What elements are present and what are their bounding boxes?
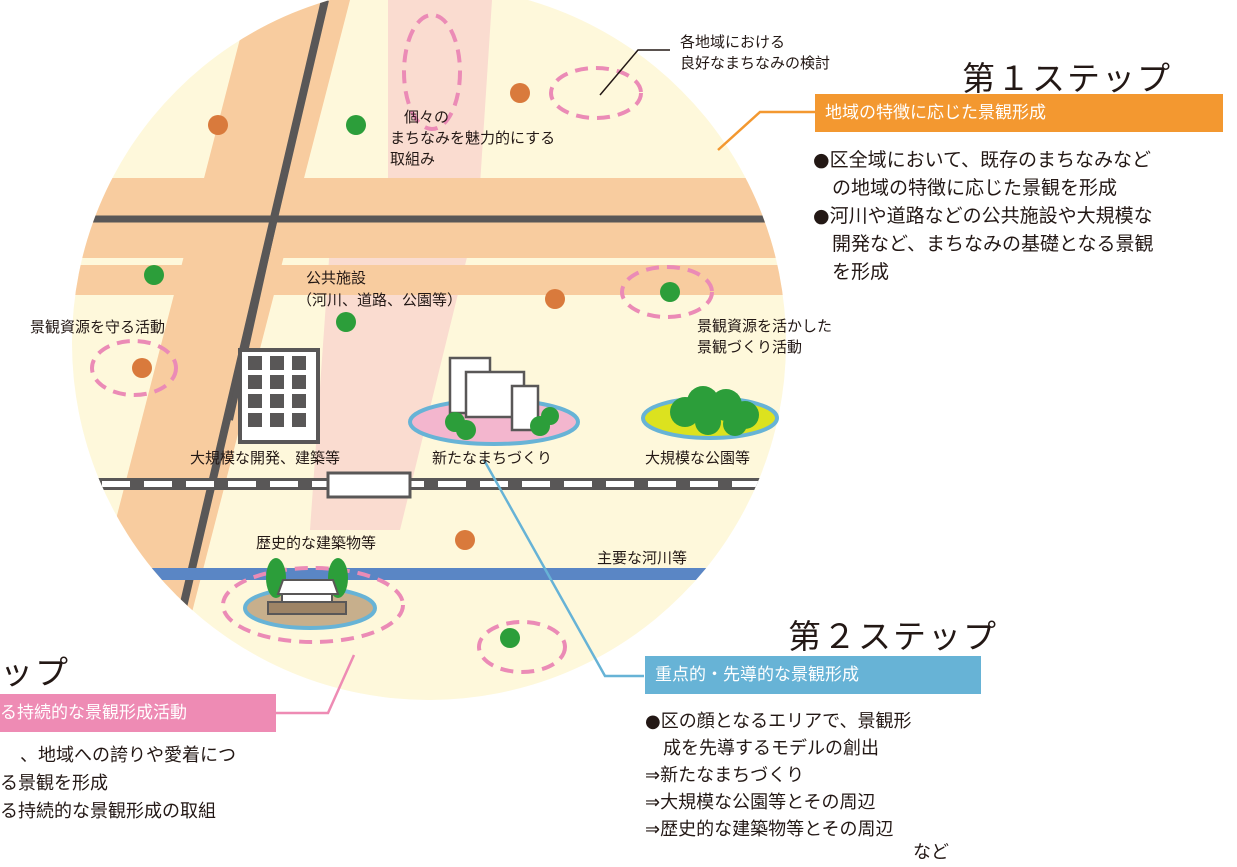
large-building: [238, 348, 320, 444]
step3-line: る持続的な景観形成の取組: [0, 801, 216, 822]
label-large-park: 大規模な公園等: [645, 449, 750, 467]
step1-line: 開発など、まちなみの基礎となる景観: [813, 233, 1154, 255]
leader-line-step3: [276, 654, 356, 715]
large-park-icon: [641, 386, 779, 440]
label-individual-2: まちなみを魅力的にする: [390, 129, 555, 147]
label-public-1: 公共施設: [306, 269, 366, 287]
dashed-area-left: [90, 339, 178, 397]
map-labels: 各地域における 良好なまちなみの検討 個々の まちなみを魅力的にする 取組み 公…: [30, 33, 832, 567]
leader-line-step2: [482, 459, 644, 678]
green-dot: [660, 282, 680, 302]
brown-dot: [455, 530, 475, 550]
green-dot: [500, 628, 520, 648]
label-individual-1: 個々の: [404, 108, 449, 126]
dashed-area-topright: [549, 66, 643, 120]
step1-line: ●区全域において、既存のまちなみなど: [813, 149, 1152, 171]
label-individual-3: 取組み: [390, 150, 435, 168]
step1-line: を形成: [813, 261, 890, 283]
step1-line: の地域の特徴に応じた景観を形成: [813, 177, 1118, 199]
label-use-resources-2: 景観づくり活動: [697, 338, 802, 356]
leader-line-local-review: [599, 49, 670, 96]
leader-line-step1: [717, 110, 820, 151]
step2-title: 第２ステップ: [788, 617, 998, 656]
dashed-areas: [90, 13, 714, 674]
step2-line: ●区の顔となるエリアで、景観形: [645, 711, 912, 732]
brown-dot: [208, 115, 228, 135]
step2-line: 成を先導するモデルの創出: [645, 738, 879, 759]
new-town-icon: [408, 356, 580, 446]
label-historic: 歴史的な建築物等: [256, 534, 376, 552]
brown-dot: [545, 289, 565, 309]
label-local-review-1: 各地域における: [680, 33, 785, 51]
dashed-area-right: [620, 265, 714, 319]
dots: [132, 83, 680, 648]
step2-line: ⇒新たなまちづくり: [645, 765, 805, 786]
label-major-river: 主要な河川等: [597, 549, 687, 567]
step1-title: 第１ステップ: [962, 59, 1172, 98]
green-dot: [144, 265, 164, 285]
brown-dot: [510, 83, 530, 103]
green-dot: [336, 312, 356, 332]
step2-band: 重点的・先導的な景観形成: [645, 656, 981, 694]
dashed-area-top: [402, 13, 462, 131]
green-dot: [346, 115, 366, 135]
step2-suffix: など: [913, 842, 949, 863]
step2-line: ⇒歴史的な建築物等とその周辺: [645, 819, 894, 840]
label-protect-resources: 景観資源を守る活動: [30, 318, 165, 336]
dashed-area-historic: [221, 566, 405, 644]
station: [326, 471, 412, 499]
step3-title: ップ: [0, 653, 70, 692]
step2-line: ⇒大規模な公園等とその周辺: [645, 792, 876, 813]
step3-line: 、地域への誇りや愛着につ: [20, 745, 236, 766]
step1-line: ●河川や道路などの公共施設や大規模な: [813, 205, 1153, 227]
step3-band: る持続的な景観形成活動: [0, 694, 276, 732]
label-large-development: 大規模な開発、建築等: [190, 449, 340, 467]
label-new-town: 新たなまちづくり: [432, 449, 552, 467]
label-use-resources-1: 景観資源を活かした: [697, 317, 832, 335]
dashed-area-bottom: [477, 620, 567, 674]
historic-building-icon: [243, 558, 377, 630]
step3-line: る景観を形成: [0, 773, 108, 794]
step3-text: 、地域への誇りや愛着につ る景観を形成 る持続的な景観形成の取組: [0, 742, 236, 826]
step1-band: 地域の特徴に応じた景観形成: [815, 94, 1223, 132]
label-public-2: （河川、道路、公園等）: [297, 291, 462, 309]
step2-text: ●区の顔となるエリアで、景観形 成を先導するモデルの創出 ⇒新たなまちづくり ⇒…: [645, 708, 911, 843]
step1-text: ●区全域において、既存のまちなみなど の地域の特徴に応じた景観を形成 ●河川や道…: [813, 146, 1153, 286]
label-local-review-2: 良好なまちなみの検討: [680, 54, 830, 72]
river: [72, 568, 786, 580]
brown-dot: [132, 358, 152, 378]
district-band-top: [388, 0, 492, 185]
